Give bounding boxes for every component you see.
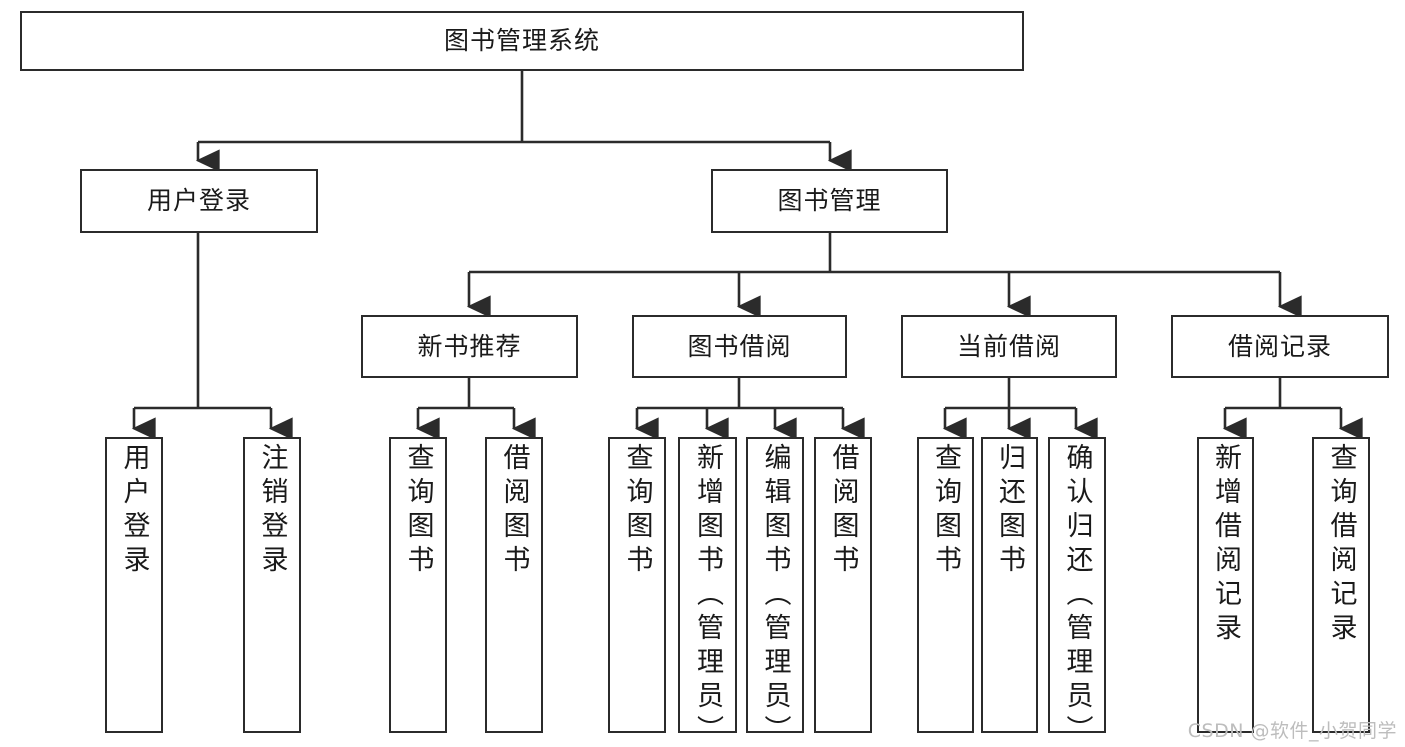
node-label: 借阅记录 [1227,331,1332,361]
node-label: 图书管理系统 [443,26,600,56]
node-leaf-borrow-book-2[interactable]: 借阅图书 [814,437,872,733]
node-leaf-edit-book[interactable]: 编辑图书（管理员） [746,437,804,747]
node-label: 归还图书 [994,443,1025,579]
node-label: 图书管理 [777,186,882,216]
node-label: 查询借阅记录 [1325,443,1357,647]
node-label: 图书借阅 [687,331,792,361]
node-leaf-return-book[interactable]: 归还图书 [981,437,1038,733]
node-borrow-record[interactable]: 借阅记录 [1171,315,1389,378]
node-label: 用户登录 [118,443,150,579]
node-label: 新增借阅记录 [1210,443,1241,647]
node-label: 查询图书 [402,443,434,579]
node-book-borrow[interactable]: 图书借阅 [632,315,847,378]
node-label: 编辑图书（管理员） [759,443,791,747]
node-label: 当前借阅 [956,331,1061,361]
node-leaf-user-login[interactable]: 用户登录 [105,437,163,733]
csdn-watermark: CSDN @软件_小贺同学 [1187,720,1397,742]
node-label: 确认归还（管理员） [1061,443,1093,747]
node-leaf-borrow-book-1[interactable]: 借阅图书 [485,437,543,733]
node-label: 新增图书（管理员） [692,443,723,747]
node-label: 借阅图书 [827,443,859,579]
node-leaf-add-record[interactable]: 新增借阅记录 [1197,437,1254,733]
node-label: 查询图书 [930,443,961,579]
node-leaf-query-book-1[interactable]: 查询图书 [389,437,447,733]
node-leaf-query-book-3[interactable]: 查询图书 [917,437,974,733]
node-label: 查询图书 [621,443,653,579]
node-current-borrow[interactable]: 当前借阅 [901,315,1117,378]
node-label: 注销登录 [256,443,288,579]
node-leaf-user-logout[interactable]: 注销登录 [243,437,301,733]
node-leaf-confirm-return[interactable]: 确认归还（管理员） [1048,437,1106,747]
node-label: 借阅图书 [498,443,530,579]
node-leaf-add-book[interactable]: 新增图书（管理员） [678,437,737,747]
node-leaf-query-book-2[interactable]: 查询图书 [608,437,666,733]
node-book-manage[interactable]: 图书管理 [711,169,948,233]
node-leaf-query-record[interactable]: 查询借阅记录 [1312,437,1370,733]
node-user-login[interactable]: 用户登录 [80,169,318,233]
node-root-system[interactable]: 图书管理系统 [20,11,1024,71]
node-label: 用户登录 [146,186,251,216]
node-new-book-recommend[interactable]: 新书推荐 [361,315,578,378]
node-label: 新书推荐 [417,331,522,361]
